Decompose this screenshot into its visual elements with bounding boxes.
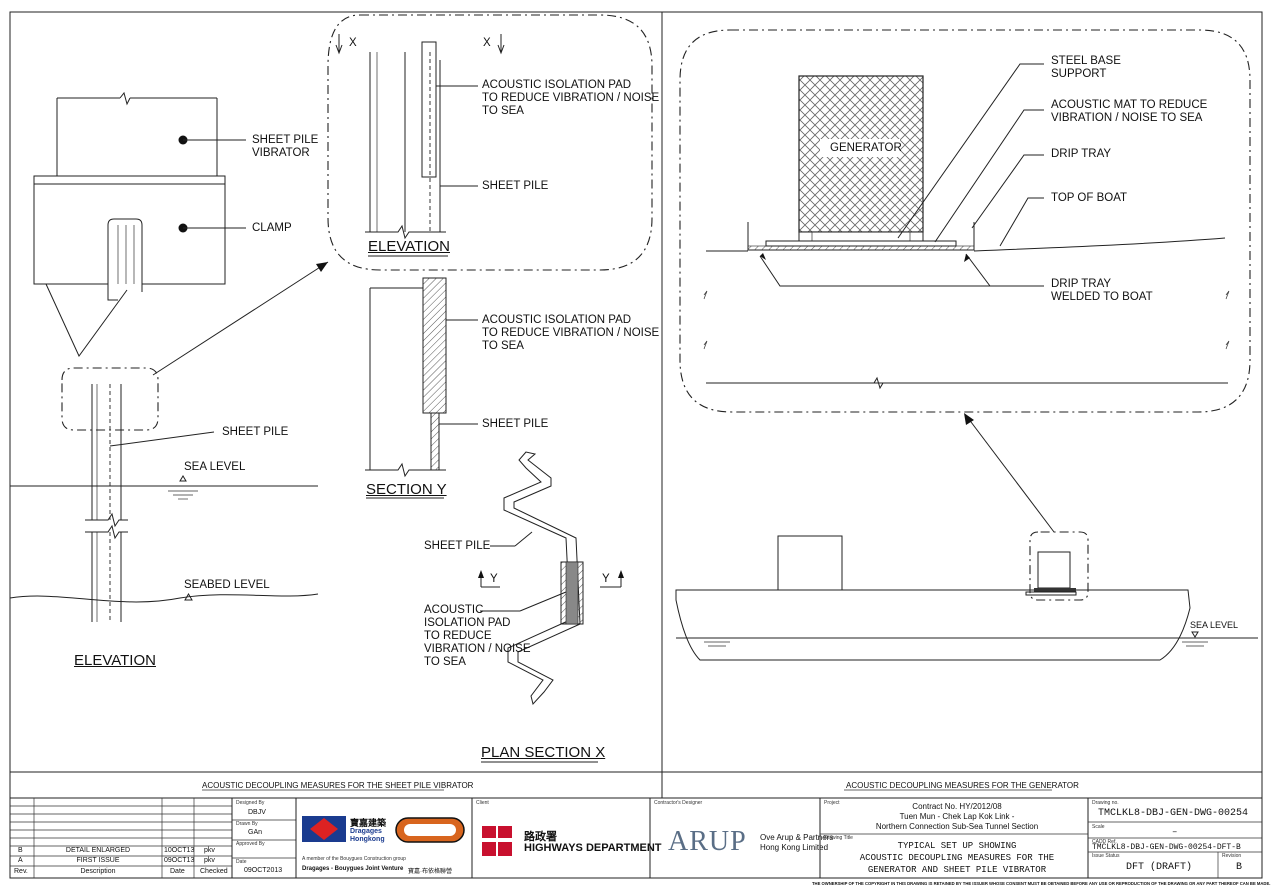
drawing-no-label: Drawing no. [1092,800,1119,806]
right-caption: ACOUSTIC DECOUPLING MEASURES FOR THE GEN… [846,781,1079,790]
scale-value: – [1172,827,1178,837]
rev-a-checked: pkv [204,857,215,864]
drawn-by-label: Drawn By [236,821,258,827]
acoustic-mat-label: ACOUSTIC MAT TO REDUCE VIBRATION / NOISE… [1051,99,1208,124]
date-value: 09OCT2013 [244,867,283,874]
rev-a-code: A [18,857,23,864]
top-of-boat-label: TOP OF BOAT [1051,192,1128,204]
contractor-name-2: Hongkong [350,836,385,843]
generator-detail [679,29,1251,533]
drawing-title-label: Drawing Title [824,835,853,841]
vibrator-label: SHEET PILE VIBRATOR [252,134,319,159]
drip-tray-welded-label: DRIP TRAY WELDED TO BOAT [1051,278,1153,303]
rev-b-date: 10OCT13 [164,847,195,854]
plan-section-title: PLAN SECTION X [481,744,606,761]
issue-status-value: DFT (DRAFT) [1126,862,1193,873]
issue-status-label: Issue Status [1092,853,1120,859]
boat-sea-level-label: SEA LEVEL [1190,620,1239,630]
clamp-label: CLAMP [252,222,292,234]
project-label: Project [824,800,840,806]
section-y-sheet-pile-label: SHEET PILE [482,418,549,430]
section-marker-x-right: X [483,37,491,49]
rev-header: Rev. [14,868,28,875]
elevation-title: ELEVATION [74,652,156,669]
contractor-jv-text: Dragages - Bouygues Joint Venture [302,866,404,872]
rev-b-checked: pkv [204,847,215,854]
date-label: Date [236,859,247,865]
rev-b-description: DETAIL ENLARGED [65,847,131,854]
drip-tray-label: DRIP TRAY [1051,148,1112,160]
cadd-ref-value: TMCLKL8-DBJ-GEN-DWG-00254-DFT-B [1092,843,1241,852]
plan-pad-label: ACOUSTIC ISOLATION PAD TO REDUCE VIBRATI… [424,604,531,668]
drawing-title-value: TYPICAL SET UP SHOWING ACOUSTIC DECOUPLI… [859,841,1055,875]
client-chinese: 路政署 [524,831,557,843]
designer-name: Ove Arup & Partners Hong Kong Limited [760,833,834,852]
section-marker-y-right: Y [602,573,610,585]
section-marker-y-left: Y [490,573,498,585]
detail-sheet-pile-label: SHEET PILE [482,180,549,192]
boat [675,531,1258,661]
cadd-ref-label: CADD Ref. [1092,839,1117,845]
rev-b-code: B [18,847,23,854]
checked-header: Checked [200,868,228,875]
section-y-pad-label: ACOUSTIC ISOLATION PAD TO REDUCE VIBRATI… [482,314,660,352]
arup-logo: ARUP [668,826,747,857]
client-label: Client [476,800,489,806]
detail-elevation [327,14,653,271]
section-y-title: SECTION Y [366,481,447,498]
drawing-no-value: TMCLKL8-DBJ-GEN-DWG-00254 [1098,808,1249,819]
client-name: HIGHWAYS DEPARTMENT [524,842,662,854]
title-block-grid [10,798,1262,878]
detail-elevation-title: ELEVATION [368,238,450,255]
contractor-member-text: A member of the Bouygues Construction gr… [302,856,406,862]
revision-label: Revision [1222,853,1242,859]
contractor-name-1: Dragages [350,828,382,835]
approved-by-label: Approved By [236,841,265,847]
section-y [365,277,478,499]
contractor-chinese-name: 寶嘉·布依格聯營 [408,869,452,875]
contractor-chinese-logo: 寶嘉建築 [350,818,387,828]
copyright-notice: THE OWNERSHIP OF THE COPYRIGHT IN THIS D… [812,881,1271,886]
plan-section-x [478,451,624,763]
designed-by-value: DBJV [248,809,266,816]
detail-pad-label: ACOUSTIC ISOLATION PAD TO REDUCE VIBRATI… [482,79,660,117]
sheet-pile-label: SHEET PILE [222,426,289,438]
designer-label: Contractor's Designer [654,800,703,806]
vibrator-elevation [9,91,329,622]
description-header: Description [80,868,116,875]
sea-level-label: SEA LEVEL [184,461,246,473]
section-marker-x-left: X [349,37,357,49]
date-header: Date [170,868,185,875]
rev-a-description: FIRST ISSUE [76,857,120,864]
seabed-level-label: SEABED LEVEL [184,579,270,591]
drawn-by-value: GAn [248,829,263,836]
plan-sheet-pile-label: SHEET PILE [424,540,491,552]
rev-a-date: 09OCT13 [164,857,195,864]
revision-value: B [1236,862,1243,873]
project-value: Contract No. HY/2012/08 Tuen Mun - Chek … [875,802,1039,831]
scale-label: Scale [1092,824,1105,830]
generator-label: GENERATOR [830,142,902,154]
designed-by-label: Designed By [236,800,265,806]
left-caption: ACOUSTIC DECOUPLING MEASURES FOR THE SHE… [202,781,474,790]
steel-base-label: STEEL BASE SUPPORT [1051,55,1121,80]
sheet-border [9,11,1263,879]
